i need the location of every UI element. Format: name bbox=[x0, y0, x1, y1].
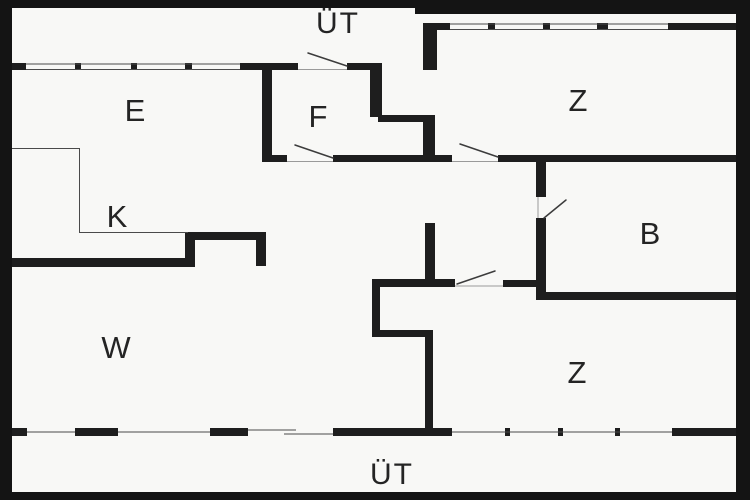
window-mullion bbox=[185, 63, 192, 70]
wall bbox=[12, 63, 26, 70]
wall bbox=[378, 115, 435, 122]
wall bbox=[503, 280, 546, 287]
window-mullion bbox=[597, 23, 608, 30]
door-thresholds bbox=[287, 69, 539, 287]
thin-lines bbox=[12, 23, 672, 435]
door-leaves bbox=[294, 52, 567, 285]
label-room-f: F bbox=[309, 99, 328, 134]
wall bbox=[262, 70, 272, 158]
door-leaf bbox=[459, 143, 499, 158]
wall bbox=[185, 232, 266, 240]
wall bbox=[185, 232, 195, 267]
door-leaf bbox=[294, 144, 334, 159]
wall bbox=[536, 292, 736, 300]
wall bbox=[423, 117, 435, 162]
label-room-z-top: Z bbox=[569, 83, 588, 118]
label-room-k: K bbox=[107, 199, 128, 234]
frame-left bbox=[0, 0, 12, 500]
window-mullion bbox=[75, 63, 81, 70]
label-room-e: E bbox=[125, 93, 146, 128]
wall bbox=[372, 279, 455, 287]
frame-bottom bbox=[0, 492, 750, 500]
frame-top-right-thick bbox=[415, 8, 750, 14]
wall bbox=[372, 279, 380, 337]
wall bbox=[333, 155, 452, 162]
wall bbox=[425, 330, 433, 436]
wall bbox=[12, 428, 27, 436]
wall bbox=[536, 162, 546, 197]
wall bbox=[347, 63, 375, 70]
wall bbox=[536, 218, 546, 300]
window-mullion bbox=[131, 63, 137, 70]
wall bbox=[370, 63, 382, 117]
wall bbox=[333, 428, 452, 436]
wall bbox=[256, 232, 266, 266]
wall bbox=[262, 155, 287, 162]
wall bbox=[423, 23, 437, 70]
frame-top bbox=[0, 0, 750, 8]
walls bbox=[12, 23, 736, 436]
window-mullion bbox=[488, 23, 495, 30]
label-room-b: B bbox=[640, 216, 661, 251]
door-leaf bbox=[307, 52, 348, 67]
label-terrace-bottom: ÜT bbox=[370, 458, 414, 491]
wall bbox=[240, 63, 298, 70]
wall bbox=[12, 258, 193, 267]
wall bbox=[210, 428, 248, 436]
door-leaf bbox=[456, 270, 496, 285]
room-labels: ÜT E F Z K B W Z ÜT bbox=[101, 7, 660, 491]
wall bbox=[75, 428, 118, 436]
door-leaf bbox=[543, 199, 567, 219]
wall bbox=[672, 428, 736, 436]
label-terrace-top: ÜT bbox=[316, 7, 360, 40]
label-room-w: W bbox=[101, 330, 131, 365]
wall bbox=[668, 23, 736, 30]
wall bbox=[425, 223, 435, 286]
wall bbox=[372, 330, 433, 337]
label-room-z-bottom: Z bbox=[568, 355, 587, 390]
wall bbox=[498, 155, 736, 162]
frame-right bbox=[736, 0, 750, 500]
window-mullion bbox=[543, 23, 550, 30]
